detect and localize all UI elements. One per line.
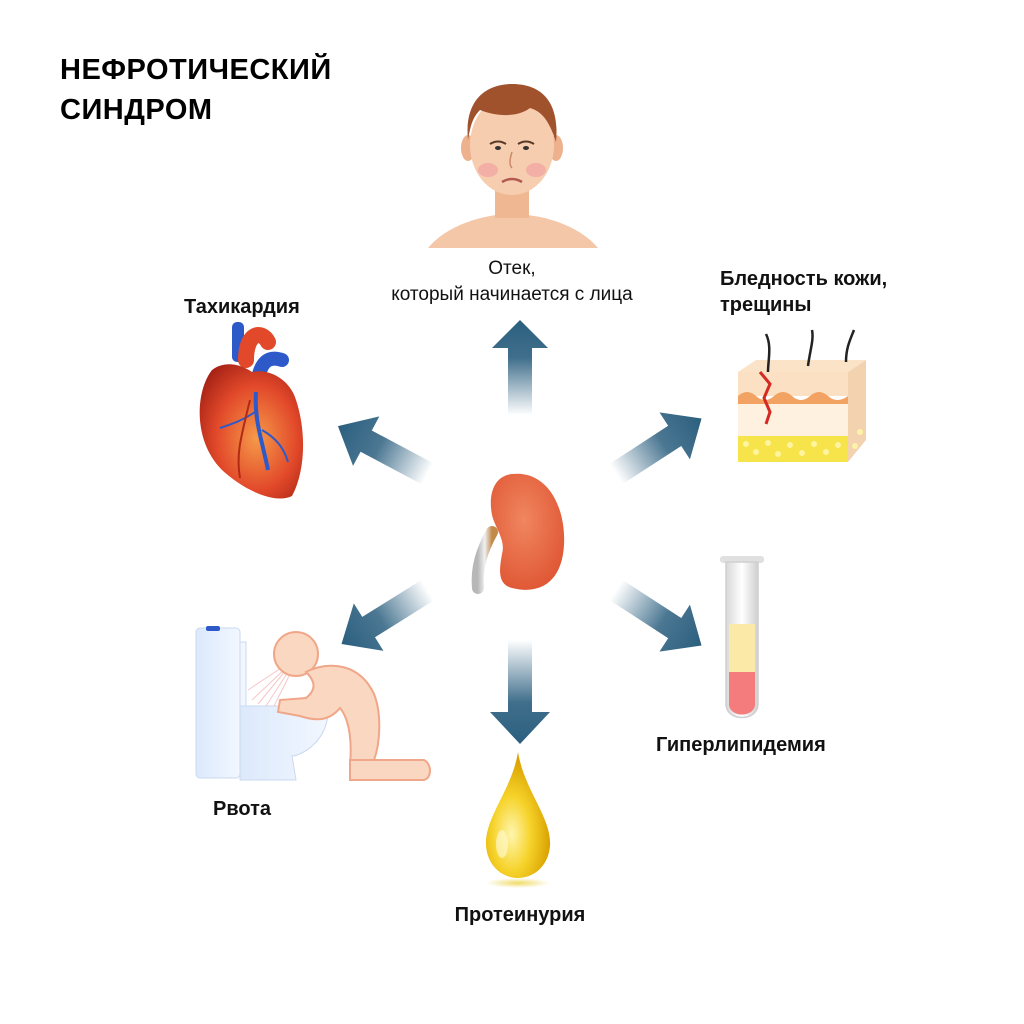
swollen-face-icon <box>428 84 598 248</box>
arrow-down <box>490 640 550 744</box>
heart-icon <box>199 322 304 499</box>
pallor-line-1: Бледность кожи, <box>720 268 888 290</box>
test-tube-icon <box>720 556 764 719</box>
pallor-line-2: трещины <box>720 294 812 316</box>
title-line-2: СИНДРОМ <box>60 94 213 126</box>
symptom-label-hyperlipidemia: Гиперлипидемия <box>656 734 826 756</box>
arrow-upper-right <box>609 412 702 485</box>
kidney-icon <box>471 473 565 594</box>
edema-line-2: который начинается с лица <box>391 284 633 305</box>
symptom-label-tachycardia: Тахикардия <box>184 296 300 318</box>
person-vomiting-toilet-icon <box>195 626 431 781</box>
arrow-lower-right <box>609 579 702 652</box>
arrow-upper-left <box>337 416 434 485</box>
skin-cross-section-icon <box>738 329 866 462</box>
symptom-label-edema: Отек, который начинается с лица <box>332 256 692 308</box>
symptom-label-vomiting: Рвота <box>213 798 272 820</box>
arrow-lower-left <box>341 579 435 651</box>
edema-line-1: Отек, <box>488 258 536 279</box>
yellow-drop-icon <box>485 752 551 888</box>
symptom-label-pallor: Бледность кожи, трещины <box>720 266 887 318</box>
title-line-1: НЕФРОТИЧЕСКИЙ <box>60 54 332 86</box>
arrow-up <box>492 320 548 415</box>
diagram-title: НЕФРОТИЧЕСКИЙ СИНДРОМ <box>60 50 332 130</box>
symptom-label-proteinuria: Протеинурия <box>454 904 586 926</box>
